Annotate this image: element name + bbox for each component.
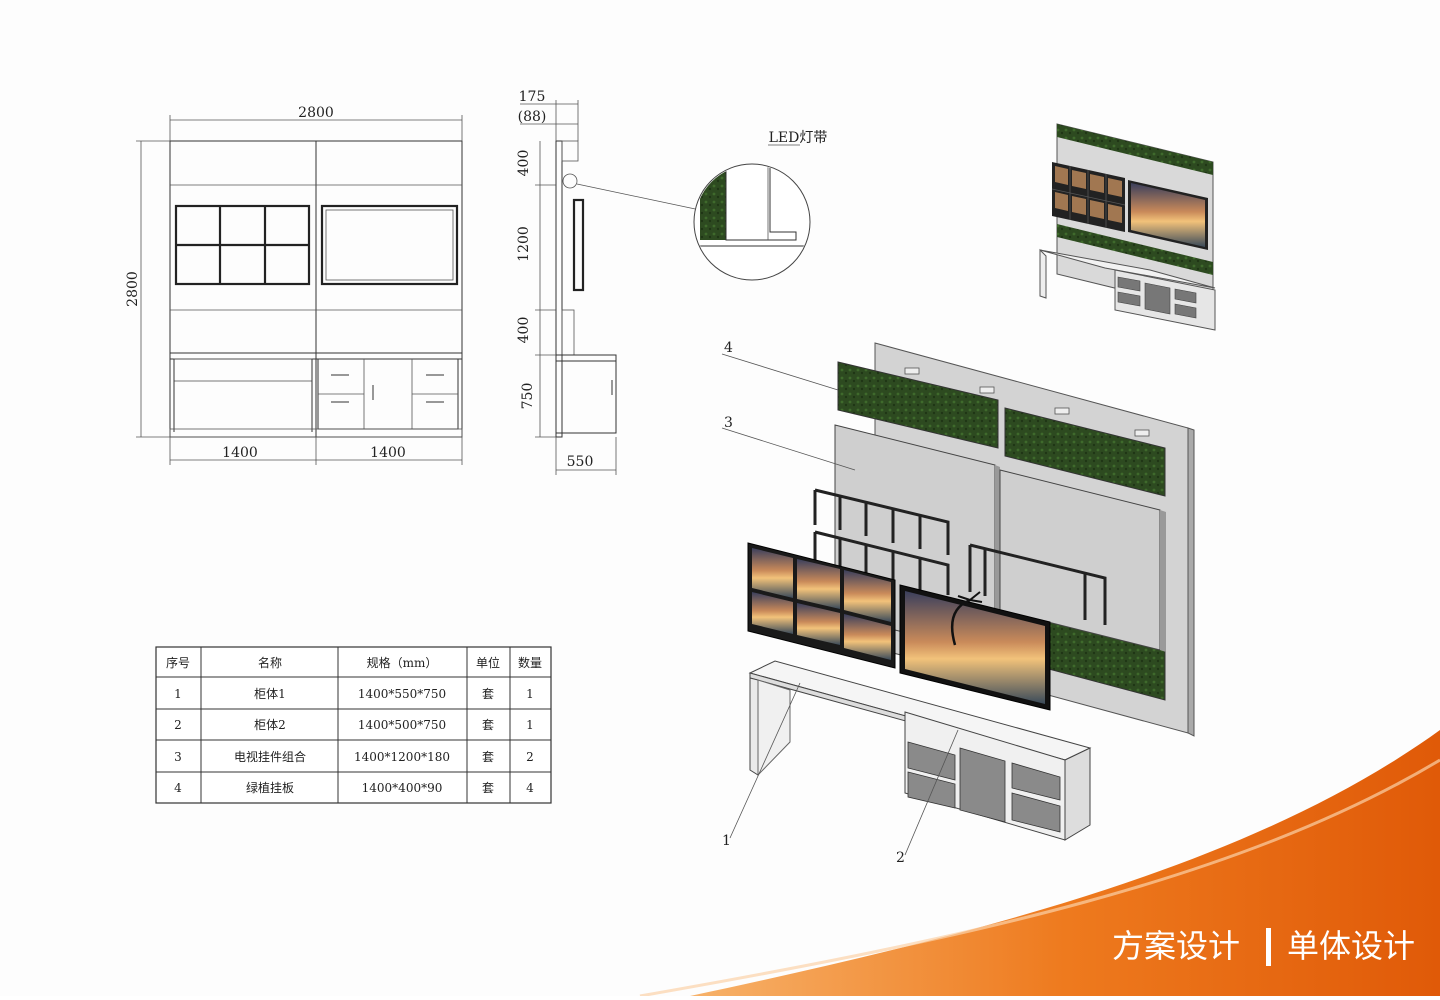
callout-1: 1 bbox=[722, 833, 731, 849]
td-3-name: 电视挂件组合 bbox=[234, 749, 306, 764]
parts-table: 序号 名称 规格（mm） 单位 数量 1 柜体1 1400*550*750 套 … bbox=[155, 646, 552, 804]
led-strip-label: LED灯带 bbox=[769, 130, 828, 146]
banner-divider bbox=[1266, 928, 1271, 966]
dim-depth-inner: (88) bbox=[518, 109, 547, 125]
dim-height-total: 2800 bbox=[125, 271, 141, 307]
td-1-spec: 1400*550*750 bbox=[358, 687, 446, 701]
footer-banner: 方案设计 单体设计 bbox=[639, 730, 1440, 998]
dim-h-bottom: 400 bbox=[516, 317, 532, 344]
td-4-spec: 1400*400*90 bbox=[362, 781, 443, 795]
td-2-unit: 套 bbox=[482, 718, 494, 732]
td-3-unit: 套 bbox=[482, 750, 494, 764]
td-3-spec: 1400*1200*180 bbox=[354, 750, 450, 764]
side-screen bbox=[572, 198, 585, 292]
dim-width-left: 1400 bbox=[222, 445, 258, 461]
callout-3: 3 bbox=[724, 415, 733, 431]
td-4-unit: 套 bbox=[482, 781, 494, 795]
plant-panel-2 bbox=[1004, 407, 1166, 497]
front-video-wall bbox=[174, 204, 311, 286]
td-2-qty: 1 bbox=[526, 718, 534, 732]
callout-4: 4 bbox=[724, 340, 733, 356]
front-elevation: 2800 2800 1400 1400 bbox=[125, 105, 463, 465]
td-2-spec: 1400*500*750 bbox=[358, 718, 446, 732]
cabinet-door bbox=[959, 747, 1006, 823]
td-4-index: 4 bbox=[174, 781, 182, 795]
td-3-index: 3 bbox=[174, 750, 182, 764]
td-1-unit: 套 bbox=[482, 687, 494, 701]
dim-h-top: 400 bbox=[516, 150, 532, 177]
dim-depth-top: 175 bbox=[519, 89, 546, 105]
orange-swoosh bbox=[690, 730, 1440, 996]
plant-panel-1 bbox=[837, 361, 999, 449]
td-4-qty: 4 bbox=[526, 781, 534, 795]
dim-h-cabinet: 750 bbox=[520, 383, 536, 410]
td-2-index: 2 bbox=[174, 718, 182, 732]
side-cabinet bbox=[555, 360, 617, 434]
side-elevation: 175 (88) 400 1200 400 750 550 bbox=[516, 89, 701, 475]
th-spec: 规格（mm） bbox=[367, 655, 438, 670]
td-1-name: 柜体1 bbox=[254, 687, 286, 701]
dim-depth-cabinet: 550 bbox=[567, 454, 594, 470]
callout-2: 2 bbox=[896, 850, 905, 866]
iso-render-small bbox=[1039, 123, 1216, 331]
banner-right-title: 单体设计 bbox=[1287, 927, 1415, 965]
th-unit: 单位 bbox=[476, 655, 500, 670]
exploded-view: 4 3 1 2 bbox=[721, 340, 1195, 866]
td-4-name: 绿植挂板 bbox=[246, 780, 294, 795]
th-qty: 数量 bbox=[518, 655, 542, 670]
td-3-qty: 2 bbox=[526, 750, 534, 764]
th-name: 名称 bbox=[258, 655, 282, 670]
banner-left-title: 方案设计 bbox=[1112, 927, 1240, 965]
front-large-screen bbox=[320, 204, 459, 286]
td-1-qty: 1 bbox=[526, 687, 534, 701]
th-index: 序号 bbox=[166, 655, 190, 670]
dim-h-mid: 1200 bbox=[516, 226, 532, 262]
led-detail: LED灯带 bbox=[693, 130, 828, 281]
td-2-name: 柜体2 bbox=[254, 718, 286, 732]
td-1-index: 1 bbox=[174, 687, 182, 701]
dim-width-right: 1400 bbox=[370, 445, 406, 461]
dim-width-total: 2800 bbox=[298, 105, 334, 121]
